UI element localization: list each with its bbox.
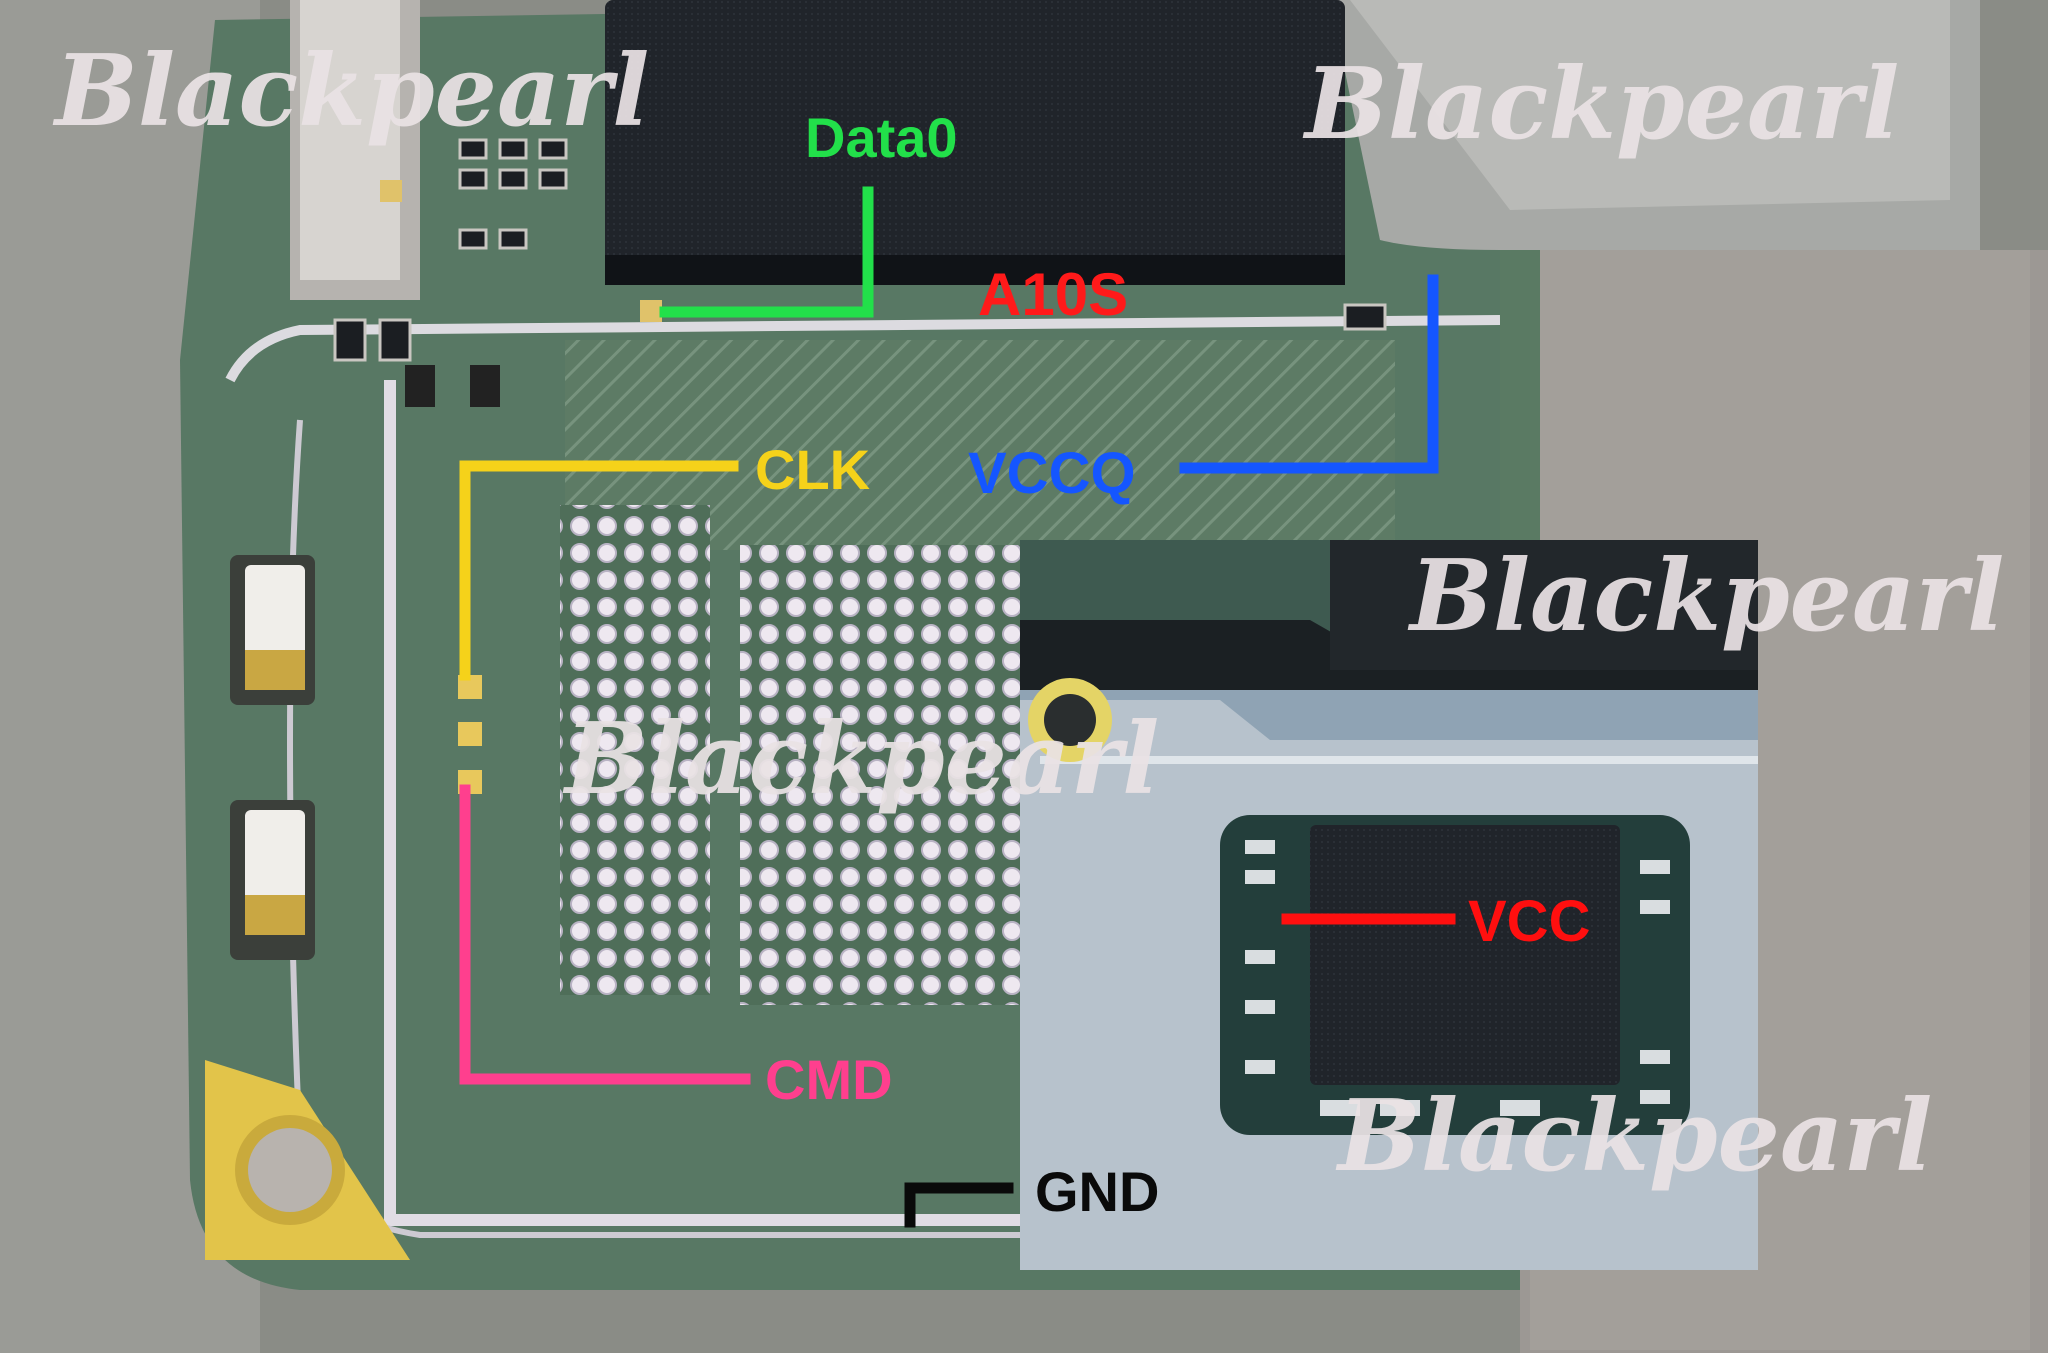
gnd-label: GND: [1035, 1160, 1159, 1223]
watermark-inset-bottom: Blackpearl: [1335, 1079, 1932, 1194]
watermark-center: Blackpearl: [562, 702, 1159, 817]
clk-line: [459, 460, 739, 681]
cmd-line: [459, 784, 751, 1085]
inset-chip: [1310, 825, 1620, 1085]
vcc-label: VCC: [1468, 889, 1590, 954]
vccq-line: [1179, 274, 1439, 474]
watermarks: Blackpearl Blackpearl Blackpearl Blackpe…: [52, 34, 2004, 1194]
test-pad: [458, 722, 482, 746]
inset-photo: [1020, 540, 1758, 1270]
watermark-top-right: Blackpearl: [1302, 47, 1899, 162]
vccq-label: VCCQ: [968, 441, 1136, 506]
data0-line: [659, 186, 874, 318]
watermark-inset-top: Blackpearl: [1407, 539, 2004, 654]
cmd-label: CMD: [765, 1048, 893, 1111]
bga-pads-left: [560, 505, 710, 995]
bga-pads-center: [740, 545, 1030, 1005]
watermark-top-left: Blackpearl: [52, 34, 649, 149]
model-label: A10S: [978, 261, 1128, 328]
gnd-line: [904, 1182, 1014, 1228]
emmc-chip: [605, 0, 1345, 285]
clk-label: CLK: [755, 438, 870, 501]
data0-label: Data0: [805, 106, 958, 169]
